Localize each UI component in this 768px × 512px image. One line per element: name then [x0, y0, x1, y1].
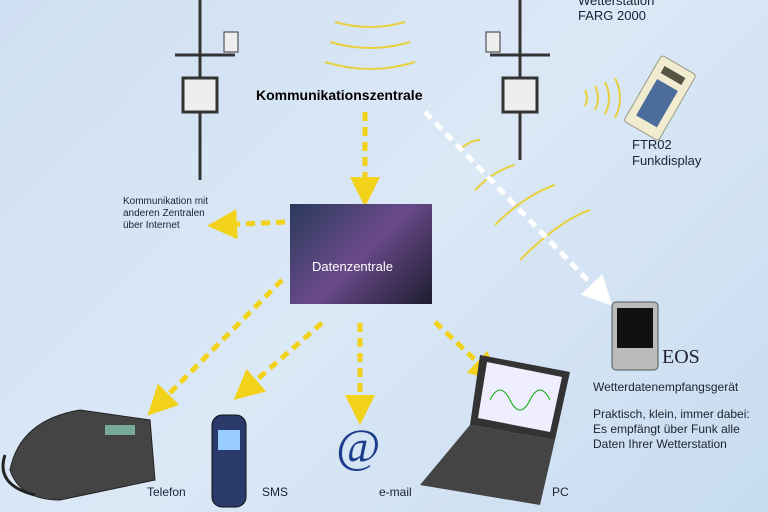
eos-desc-line-3: Daten Ihrer Wetterstation [593, 437, 727, 451]
email-label: e-mail [379, 485, 412, 499]
radio-waves-eos [459, 139, 591, 261]
eos-label: EOS [662, 346, 700, 368]
telefon-label: Telefon [147, 485, 186, 499]
arrow-to-eos [423, 110, 613, 306]
datacenter-image: Datenzentrale [290, 204, 432, 304]
mobile-phone-icon [211, 414, 247, 508]
eos-description: Praktisch, klein, immer dabei: Es empfän… [593, 407, 750, 452]
laptop-icon [420, 355, 570, 505]
arrow-to-telefon [147, 278, 284, 416]
sms-label: SMS [262, 485, 289, 499]
ftr02-device-icon [624, 55, 696, 141]
radio-waves-ftr [584, 77, 621, 119]
weather-station-right [485, 0, 550, 160]
datacenter-label: Datenzentrale [312, 259, 393, 274]
eos-desc-line-2: Es empfängt über Funk alle [593, 422, 740, 436]
ftr-name-label: Funkdisplay [632, 153, 702, 168]
station-model-label: FARG 2000 [578, 8, 646, 23]
eos-desc-line-1: Praktisch, klein, immer dabei: [593, 407, 750, 421]
internet-line-1: Kommunikation mit [123, 196, 209, 207]
internet-label: Kommunikation mit anderen Zentralen über… [123, 196, 208, 232]
email-at-icon: @ [336, 420, 381, 473]
internet-line-2: anderen Zentralen [123, 208, 205, 219]
eos-pda-icon [611, 301, 659, 371]
radio-waves-top [324, 21, 416, 70]
arrow-datacenter-to-internet [207, 209, 286, 240]
weather-station-left [175, 0, 239, 180]
eos-name-label: Wetterdatenempfangsgerät [593, 380, 739, 394]
pc-label: PC [552, 485, 569, 499]
telephone-icon [1, 409, 156, 501]
communication-center-title: Kommunikationszentrale [256, 87, 423, 103]
station-label: Wetterstation [578, 0, 655, 8]
ftr-model-label: FTR02 [632, 137, 672, 152]
internet-line-3: über Internet [123, 220, 180, 231]
arrow-to-sms [233, 321, 324, 400]
